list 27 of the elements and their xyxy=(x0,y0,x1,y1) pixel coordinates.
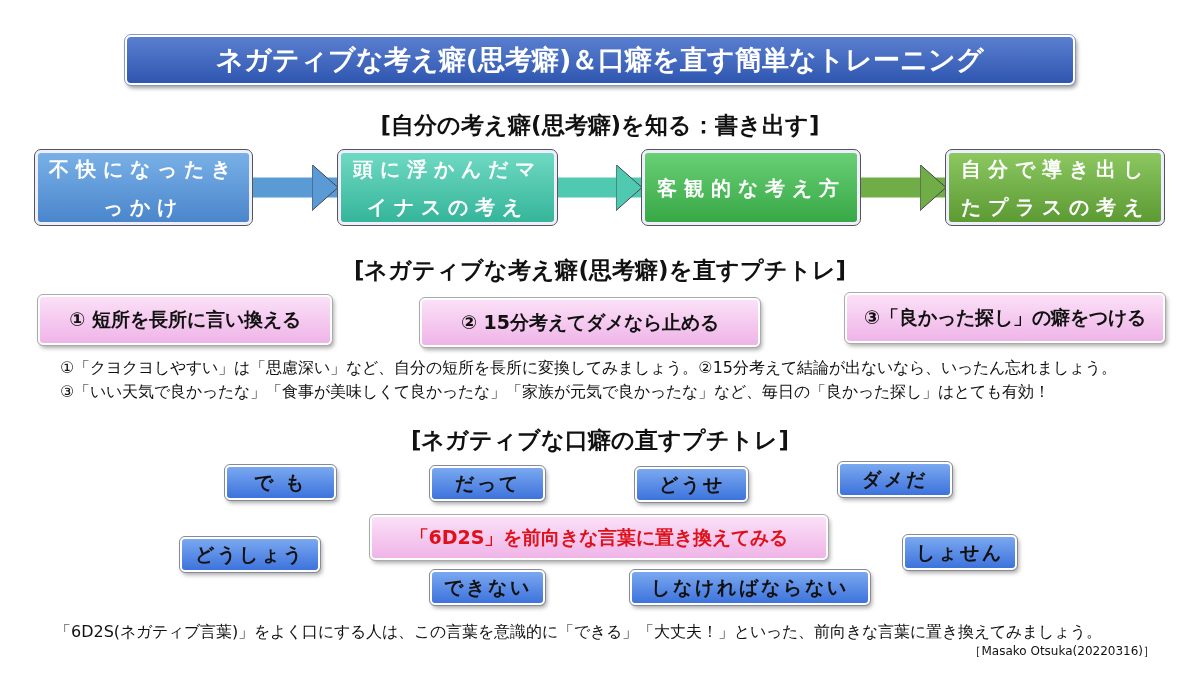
word-box: できない xyxy=(430,570,545,605)
note-text: ③「いい天気で良かったな」「食事が美味しくて良かったな」「家族が元気で良かったな」など、毎日の「良かった探し」はとても有効！ xyxy=(60,382,1051,403)
tip-box: ② 15分考えてダメなら止める xyxy=(420,298,760,347)
word-box: どうせ xyxy=(635,467,748,502)
step-box: 客観的な考え方 xyxy=(642,150,860,225)
section-heading: [ネガティブな考え癖(思考癖)を直すプチトレ] xyxy=(354,256,846,285)
word-box: しょせん xyxy=(903,535,1017,570)
step-box: 自分で導き出したプラスの考え xyxy=(946,150,1164,225)
attribution-text: ［Masako Otsuka(20220316)］ xyxy=(968,643,1155,660)
step-box: 不快になったきっかけ xyxy=(35,150,252,225)
section-heading: [ネガティブな口癖の直すプチトレ] xyxy=(411,426,789,455)
word-box: ダメだ xyxy=(838,462,952,497)
tip-box: ① 短所を長所に言い換える xyxy=(38,295,332,345)
block-arrow xyxy=(252,164,339,211)
tip-box: ③「良かった探し」の癖をつける xyxy=(845,293,1165,343)
note-text: 「6D2S(ネガティブ言葉)」をよく口にする人は、この言葉を意識的に「できる」「大丈夫！」といった、前向きな言葉に置き換えてみましょう。 xyxy=(55,622,1103,643)
word-box: だって xyxy=(430,466,545,501)
step-box: 頭に浮かんだマイナスの考え xyxy=(338,150,557,225)
block-arrow xyxy=(557,164,643,211)
word-box: しなければならない xyxy=(630,570,870,605)
note-text: ①「クヨクヨしやすい」は「思慮深い」など、自分の短所を長所に変換してみましょう。②15分考えて結論が出ないなら、いったん忘れましょう。 xyxy=(60,358,1118,379)
section-heading: [自分の考え癖(思考癖)を知る：書き出す] xyxy=(380,111,820,140)
block-arrow xyxy=(860,164,947,211)
word-box: どうしょう xyxy=(180,537,320,572)
word-box: で も xyxy=(225,465,336,500)
title-banner: ネガティブな考え癖(思考癖)＆口癖を直す簡単なトレーニング xyxy=(125,35,1075,85)
instruction-box: 「6D2S」を前向きな言葉に置き換えてみる xyxy=(370,515,828,560)
